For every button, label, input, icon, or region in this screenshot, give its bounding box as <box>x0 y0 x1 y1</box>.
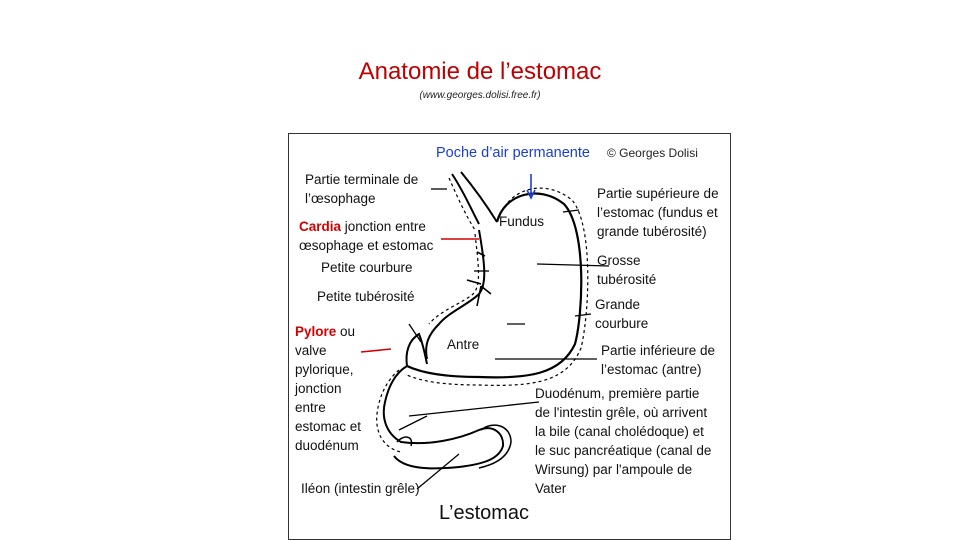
pylore-label: Pylore ou valve pylorique, jonction entr… <box>295 322 361 455</box>
copyright-label: © Georges Dolisi <box>607 144 698 163</box>
source-credit: (www.georges.dolisi.free.fr) <box>0 90 960 101</box>
petite-tuberosite-label: Petite tubérosité <box>317 287 415 306</box>
cardia-term: Cardia <box>299 219 341 234</box>
partie-superieure-label: Partie supérieure de l’estomac (fundus e… <box>597 184 719 241</box>
grosse-tuberosite-label: Grosse tubérosité <box>597 251 656 289</box>
duodenum-label: Duodénum, première partie de l'intestin … <box>535 384 711 498</box>
figure-caption: L’estomac <box>439 504 529 523</box>
oesophage-end-label: Partie terminale de l’œsophage <box>305 170 418 208</box>
cardia-label: Cardia jonction entre œsophage et estoma… <box>299 217 433 255</box>
partie-inferieure-label: Partie inférieure de l’estomac (antre) <box>601 341 715 379</box>
fundus-label: Fundus <box>499 212 544 231</box>
grande-courbure-label: Grande courbure <box>595 295 648 333</box>
pylore-description: ou valve pylorique, jonction entre estom… <box>295 324 361 453</box>
stomach-diagram: Poche d’air permanente © Georges Dolisi … <box>288 133 731 540</box>
petite-courbure-label: Petite courbure <box>321 258 413 277</box>
pylore-term: Pylore <box>295 324 336 339</box>
ileon-label: Iléon (intestin grêle) <box>301 479 420 498</box>
antre-label: Antre <box>447 335 479 354</box>
air-pocket-label: Poche d’air permanente <box>436 144 590 163</box>
slide-title: Anatomie de l’estomac <box>0 58 960 86</box>
